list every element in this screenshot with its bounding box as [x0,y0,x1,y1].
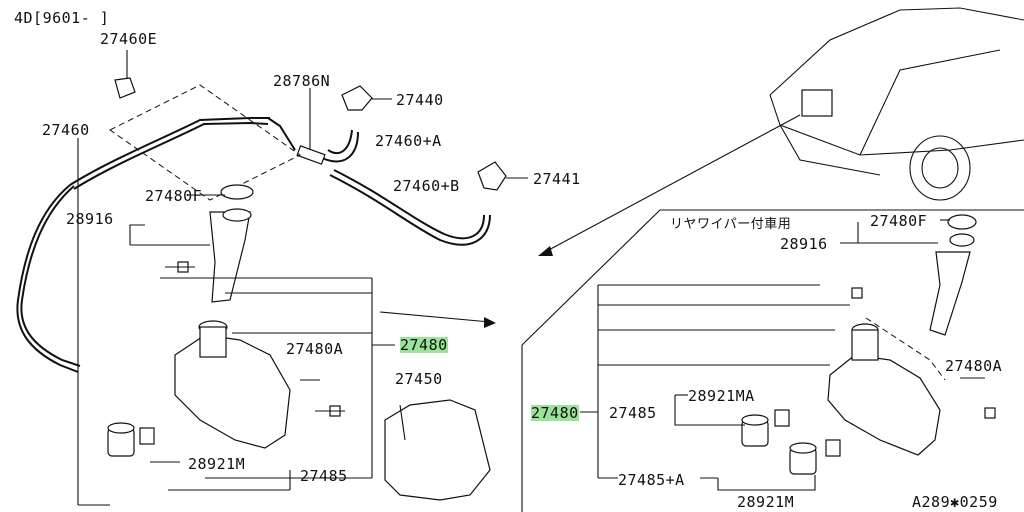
clip-27460e [114,50,136,99]
part-label-27480f-rear: 27480F [870,212,928,230]
part-label-28921ma: 28921MA [688,387,755,405]
part-label-27480-highlighted[interactable]: 27480 [400,336,448,354]
part-label-27480f: 27480F [145,187,203,205]
part-label-27460: 27460 [42,121,90,139]
part-label-27440: 27440 [396,91,444,109]
part-label-27460a: 27460+A [375,132,442,150]
part-label-27441: 27441 [533,170,581,188]
rear-wiper-note: リヤワイパー付車用 [670,217,792,232]
car-illustration [769,7,1024,201]
part-label-27450: 27450 [395,370,443,388]
part-label-27485a: 27485+A [618,471,685,489]
bolt-left-lower [315,405,345,417]
bracket-27450 [384,399,491,501]
hose-27460b [329,169,491,246]
part-label-27485: 27485 [300,467,348,485]
hose-27460 [16,117,296,373]
washer-tank-27480-rear [827,323,941,456]
part-label-28916-rear: 28916 [780,235,828,253]
part-label-27480a: 27480A [286,340,344,358]
part-label-27460e: 27460E [100,30,158,48]
part-label-28921m: 28921M [188,455,246,473]
bolt-left-upper [165,261,195,273]
pump-28921m [107,422,155,457]
part-label-27485-rear: 27485 [609,404,657,422]
part-label-28786n: 28786N [273,72,331,90]
part-label-27480-rear-highlighted[interactable]: 27480 [531,404,579,422]
nozzle-27441 [477,161,528,191]
washer-tank-27480 [174,320,291,449]
figure-id: A289✱0259 [912,493,998,511]
bolt-right-lower [984,407,996,419]
connector-28786n [296,88,326,165]
nozzle-27440 [341,85,392,111]
filler-neck-28916-rear [929,214,977,336]
pump-28921m-rear [789,439,841,475]
filler-neck-28916 [209,184,254,303]
header-code: 4D[9601- ] [14,9,110,27]
part-label-27480a-rear: 27480A [945,357,1003,375]
part-label-27460b: 27460+B [393,177,460,195]
hose-27460a [321,129,359,163]
part-label-28921m-rear: 28921M [737,493,795,511]
bolt-right-upper [851,287,863,299]
pump-28921ma [741,409,790,447]
part-label-28916: 28916 [66,210,114,228]
